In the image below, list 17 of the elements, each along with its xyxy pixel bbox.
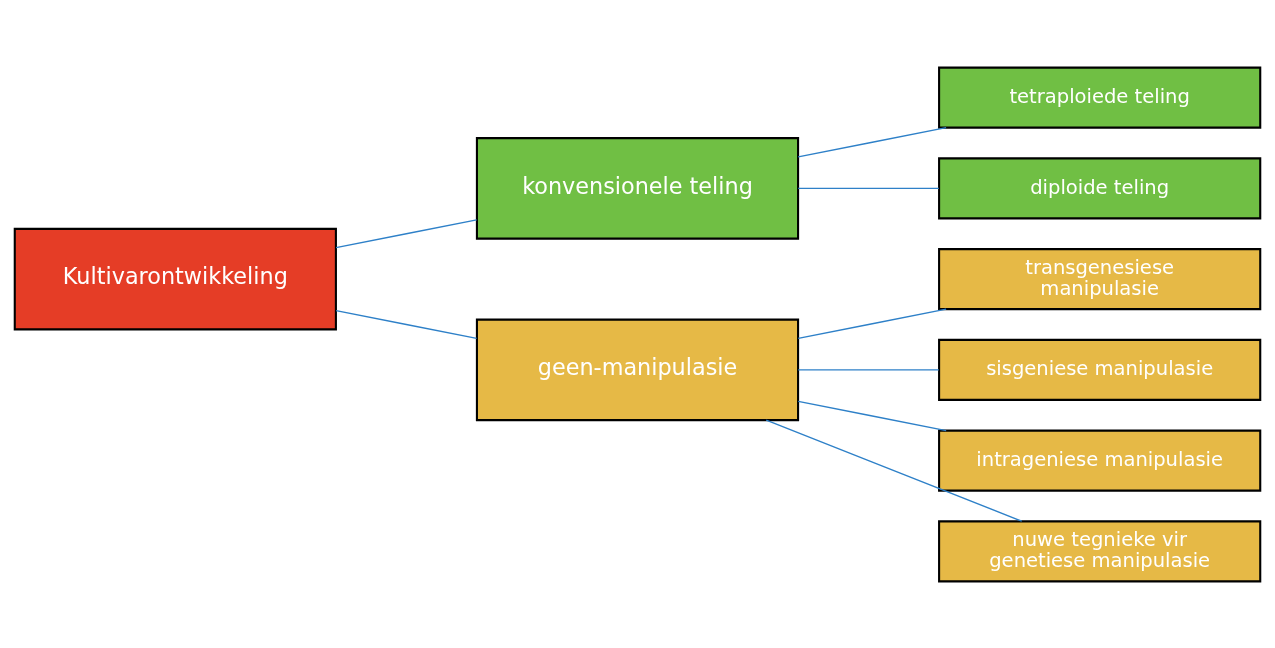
node-box: Kultivarontwikkeling bbox=[13, 227, 337, 330]
node-box: transgenesiese manipulasie bbox=[938, 247, 1262, 310]
connector bbox=[797, 126, 947, 158]
connector bbox=[335, 309, 478, 339]
connector bbox=[797, 400, 947, 431]
connector bbox=[765, 419, 1023, 522]
connector bbox=[335, 218, 478, 248]
node-box: nuwe tegnieke vir genetiese manipulasie bbox=[938, 519, 1262, 582]
connector bbox=[797, 187, 940, 189]
node-box: intrageniese manipulasie bbox=[938, 429, 1262, 492]
node-box: konvensionele teling bbox=[475, 136, 800, 240]
node-box: diploide teling bbox=[938, 156, 1262, 219]
connector bbox=[797, 308, 947, 339]
node-box: sisgeniese manipulasie bbox=[938, 338, 1262, 401]
node-box: tetraploiede teling bbox=[938, 66, 1262, 129]
connector bbox=[797, 368, 940, 371]
node-box: geen-manipulasie bbox=[475, 318, 800, 421]
